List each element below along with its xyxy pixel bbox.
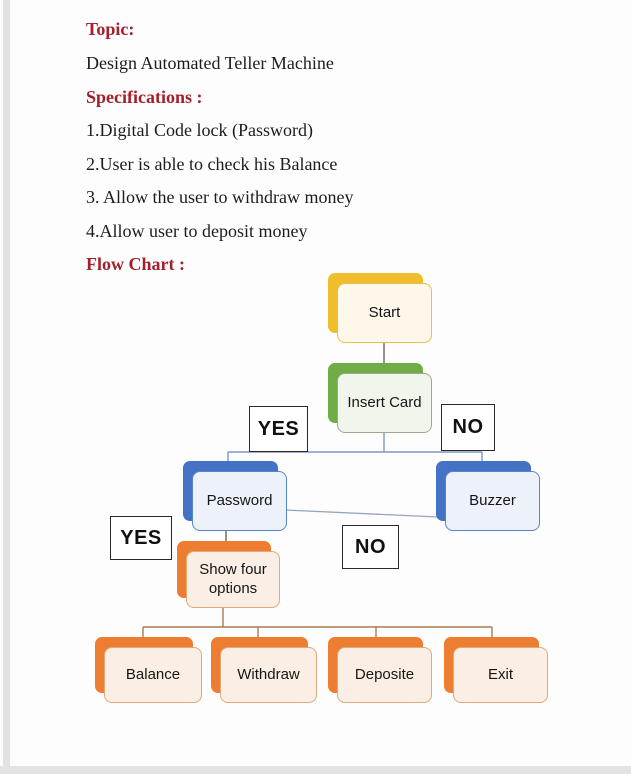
specifications-heading: Specifications : — [86, 87, 203, 107]
connector-options-children — [142, 608, 493, 638]
branch-label-yes-top: YES — [249, 406, 308, 452]
flow-node-start: Start — [328, 273, 432, 343]
node-label: Start — [368, 303, 401, 321]
topic-value: Design Automated Teller Machine — [86, 53, 334, 73]
node-face: Buzzer — [445, 471, 540, 531]
connector-password-buzzer — [284, 509, 439, 518]
node-label: Withdraw — [237, 665, 300, 683]
node-label: Balance — [125, 665, 181, 683]
node-face: Exit — [453, 647, 548, 703]
flow-chart-heading: Flow Chart : — [86, 254, 185, 274]
branch-label-yes-left: YES — [110, 516, 172, 560]
flow-node-deposite: Deposite — [328, 637, 432, 703]
node-face: Password — [192, 471, 287, 531]
branch-label-no-top: NO — [441, 404, 495, 451]
node-label: Buzzer — [469, 491, 516, 509]
node-face: Show four options — [186, 551, 280, 608]
node-face: Start — [337, 283, 432, 343]
spec-item-2: 2.User is able to check his Balance — [86, 154, 338, 174]
branch-label-no-mid: NO — [342, 525, 399, 569]
node-label: Password — [206, 491, 273, 509]
node-label: Exit — [487, 665, 513, 683]
topic-heading: Topic: — [86, 19, 135, 39]
spec-item-4: 4.Allow user to deposit money — [86, 221, 308, 241]
flow-node-withdraw: Withdraw — [211, 637, 317, 703]
flow-node-exit: Exit — [444, 637, 548, 703]
node-label: Insert Card — [347, 393, 422, 411]
node-face: Insert Card — [337, 373, 432, 433]
connector-insert-branch — [227, 433, 483, 462]
node-label: Deposite — [354, 665, 415, 683]
spec-item-3: 3. Allow the user to withdraw money — [86, 187, 354, 207]
flow-node-password: Password — [183, 461, 287, 531]
flow-node-show-options: Show four options — [177, 541, 280, 608]
node-label: Show four options — [199, 560, 267, 597]
node-face: Withdraw — [220, 647, 317, 703]
flow-node-insert-card: Insert Card — [328, 363, 432, 433]
photo-edge-bottom — [0, 766, 631, 774]
node-face: Balance — [104, 647, 202, 703]
spec-item-1: 1.Digital Code lock (Password) — [86, 120, 313, 140]
photo-edge-left — [3, 0, 10, 774]
flow-node-balance: Balance — [95, 637, 202, 703]
flow-node-buzzer: Buzzer — [436, 461, 540, 531]
node-face: Deposite — [337, 647, 432, 703]
